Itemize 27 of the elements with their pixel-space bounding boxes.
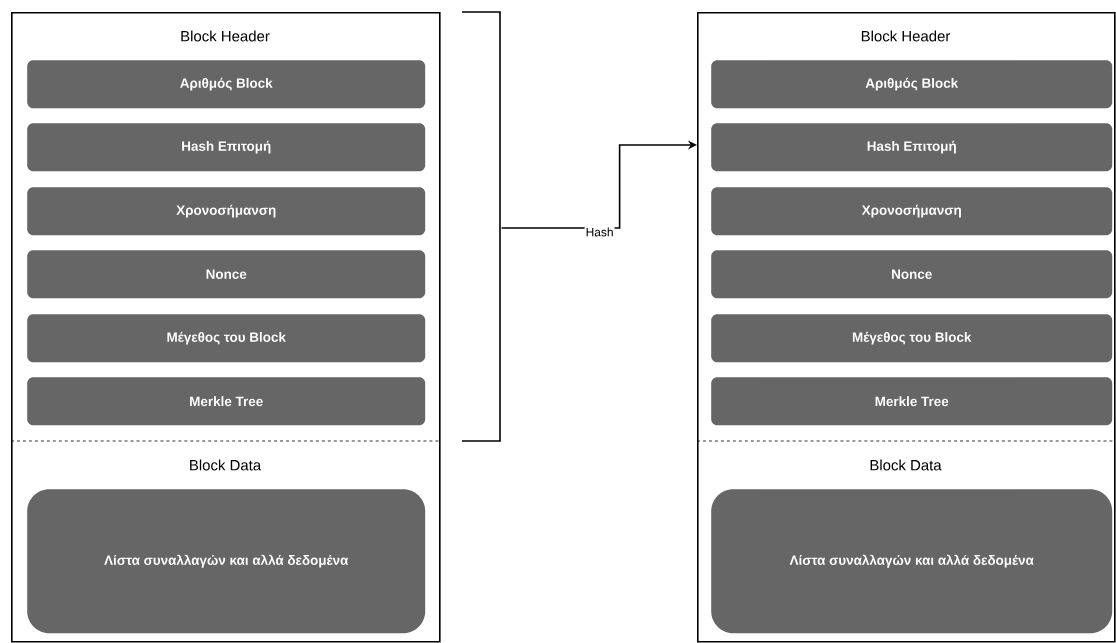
field-box: Χρονοσήμανση <box>27 187 426 236</box>
field-box: Μέγεθος του Block <box>711 314 1113 363</box>
data-box: Λίστα συναλλαγών και αλλά δεδομένα <box>27 489 426 634</box>
field-box: Merkle Tree <box>27 377 426 426</box>
arrow <box>500 140 697 229</box>
field-box: Nonce <box>27 250 426 299</box>
section-title: Block Header <box>861 30 951 42</box>
node-label: Αριθμός Block <box>865 77 959 91</box>
field-box: Αριθμός Block <box>711 60 1113 109</box>
field-box: Μέγεθος του Block <box>27 314 426 363</box>
node-label: Μέγεθος του Block <box>852 331 972 345</box>
data-box: Λίστα συναλλαγών και αλλά δεδομένα <box>711 489 1113 634</box>
node-label: Χρονοσήμανση <box>861 204 961 218</box>
field-box: Hash Επιτομή <box>27 123 426 172</box>
field-box: Hash Επιτομή <box>711 123 1113 172</box>
node-label: Hash Επιτομή <box>867 140 956 154</box>
section-title: Block Data <box>190 459 262 471</box>
node-label: Nonce <box>892 269 932 279</box>
edge-label: Hash <box>586 227 613 237</box>
section-title: Block Header <box>181 30 270 42</box>
section-title: Block Data <box>870 459 942 471</box>
field-box: Nonce <box>711 250 1113 299</box>
field-box: Χρονοσήμανση <box>711 187 1113 236</box>
field-box: Merkle Tree <box>711 377 1113 426</box>
node-label: Λίστα συναλλαγών και αλλά δεδομένα <box>789 554 1034 568</box>
field-box: Αριθμός Block <box>27 60 426 109</box>
node-label: Merkle Tree <box>875 396 949 407</box>
